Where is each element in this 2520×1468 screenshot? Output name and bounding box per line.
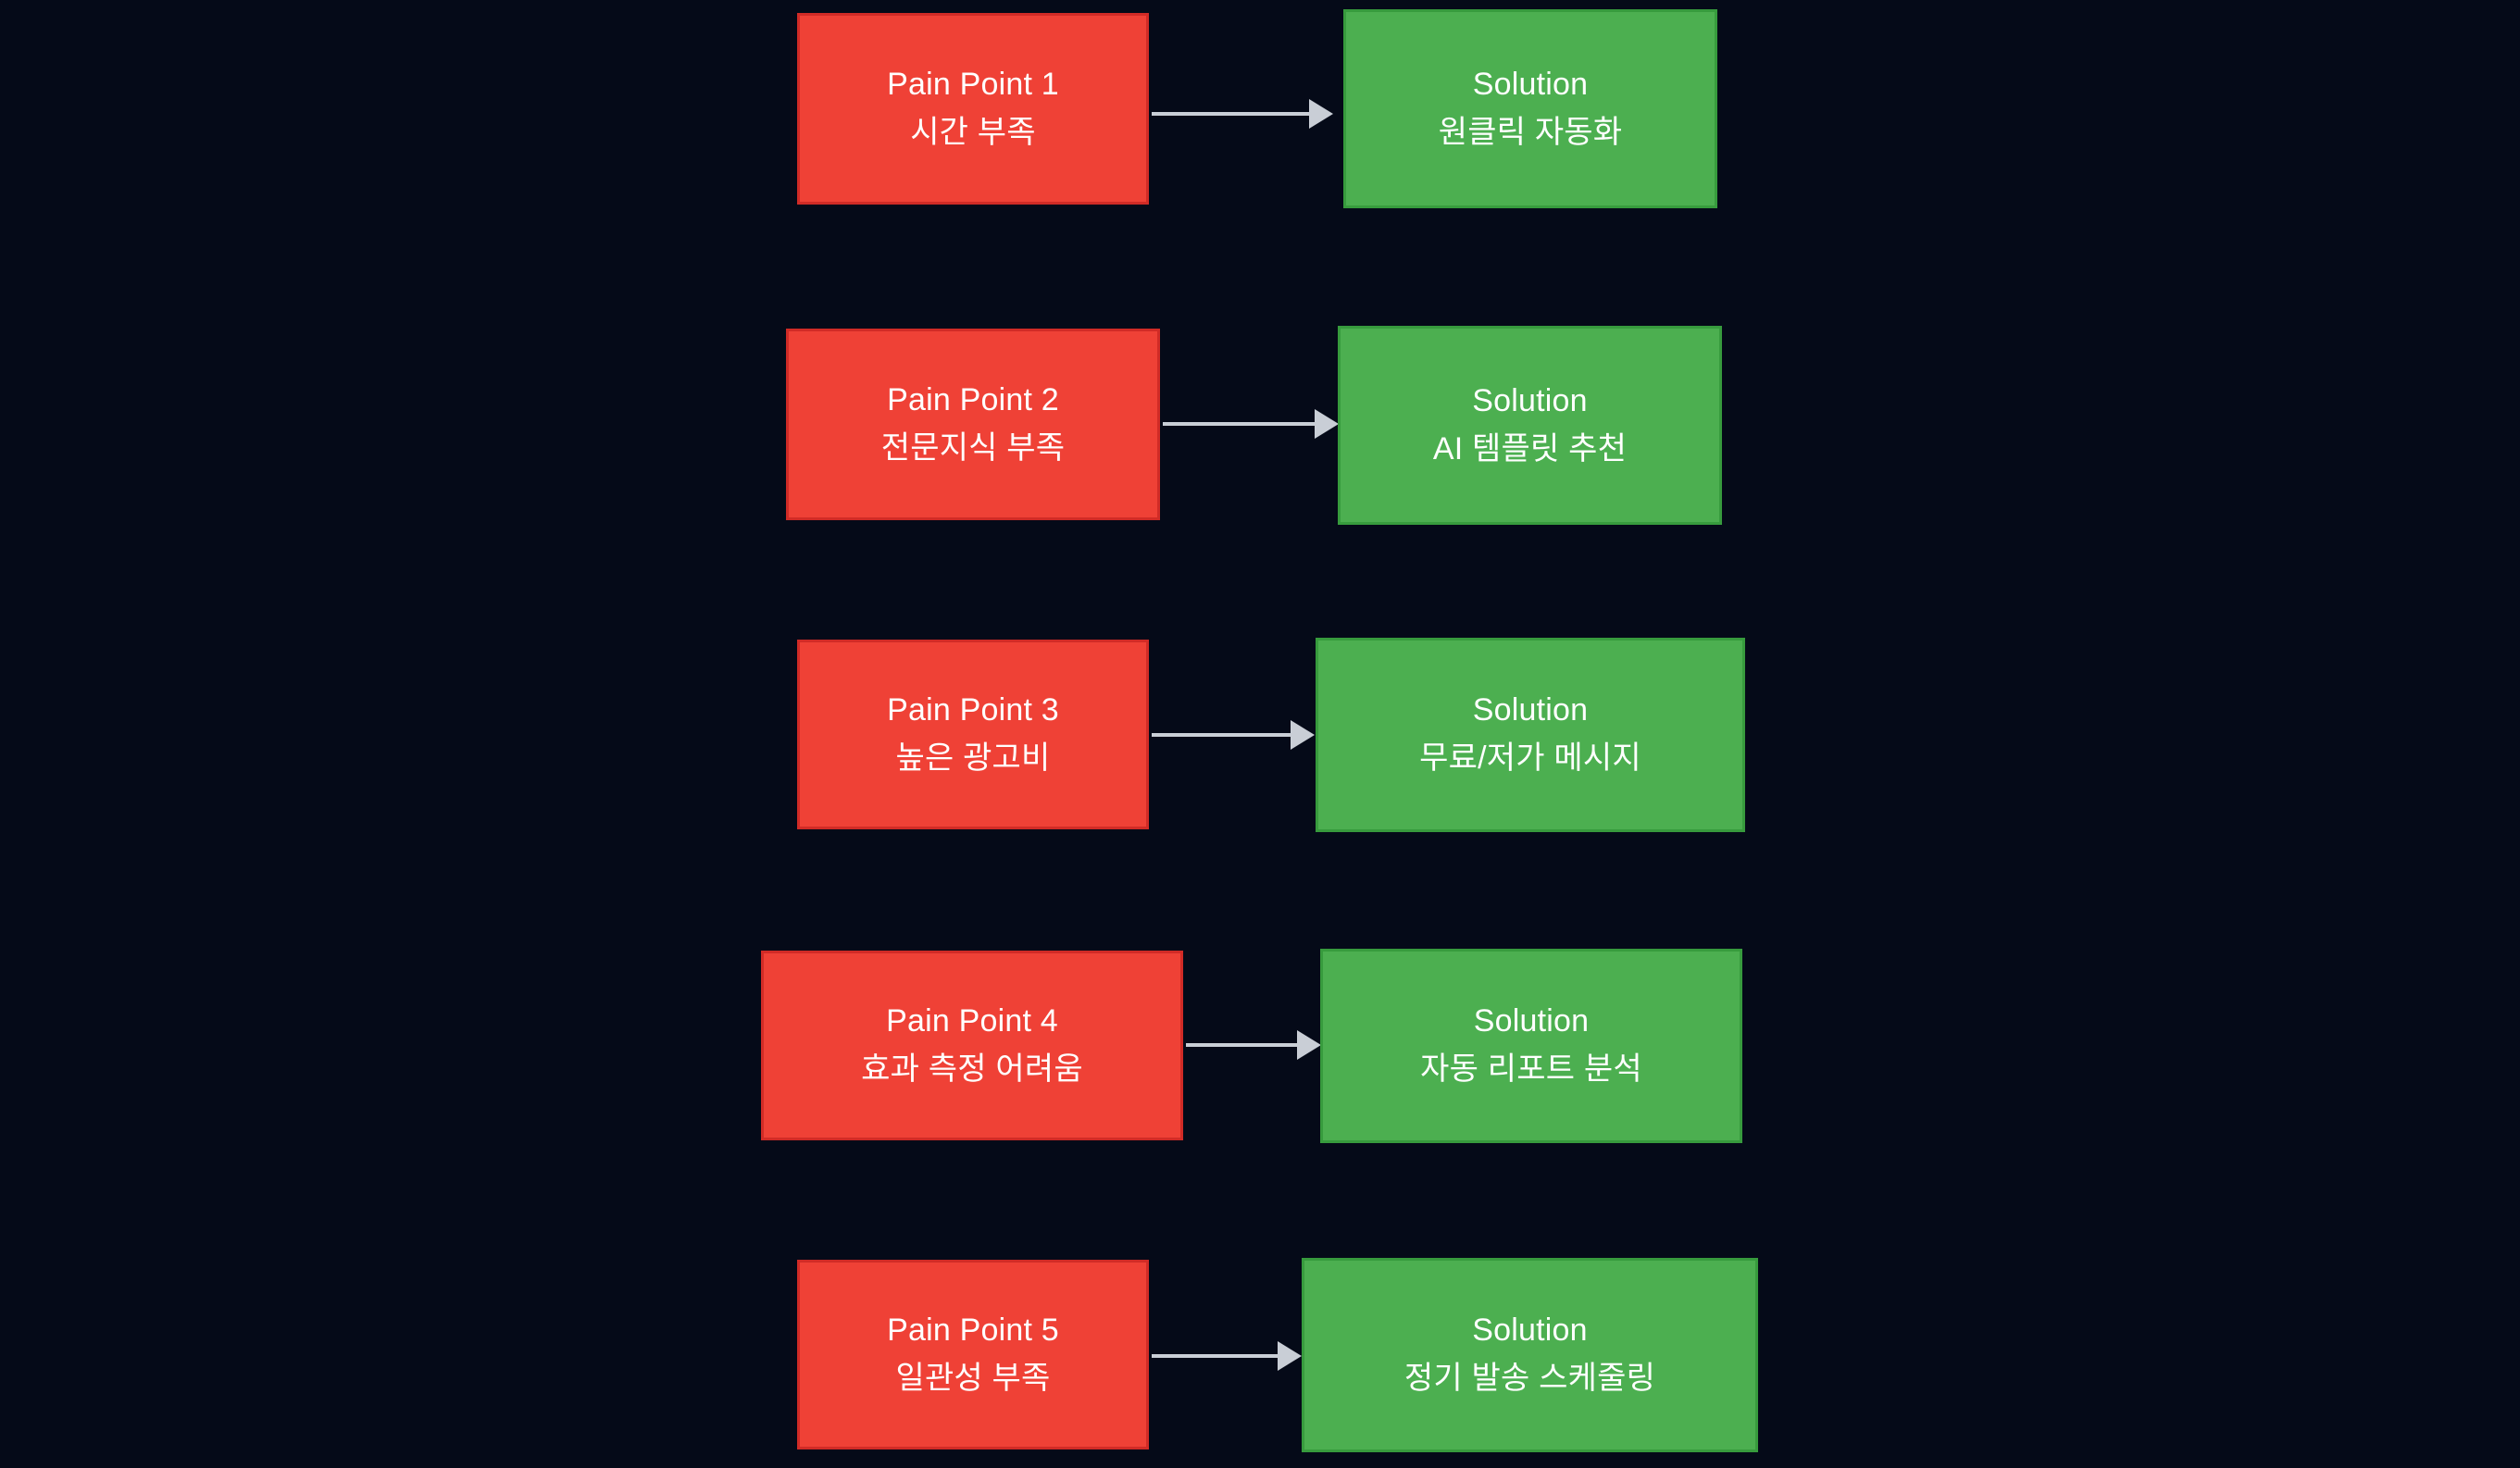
flow-arrow-head-5 (1278, 1341, 1302, 1371)
pain-point-node-5[interactable]: Pain Point 5 일관성 부족 (797, 1260, 1149, 1449)
flow-arrow-head-3 (1291, 720, 1315, 750)
solution-heading: Solution (1472, 382, 1588, 418)
pain-point-node-4[interactable]: Pain Point 4 효과 측정 어려움 (761, 951, 1183, 1140)
pain-point-detail: 일관성 부족 (895, 1360, 1051, 1396)
solution-node-4[interactable]: Solution 자동 리포트 분석 (1320, 949, 1742, 1143)
solution-detail: 정기 발송 스케줄링 (1403, 1361, 1656, 1396)
solution-node-3[interactable]: Solution 무료/저가 메시지 (1316, 638, 1745, 832)
solution-heading: Solution (1473, 1003, 1590, 1039)
pain-point-detail: 효과 측정 어려움 (861, 1051, 1083, 1087)
pain-point-detail: 높은 광고비 (895, 740, 1051, 776)
flow-arrow-line-1 (1152, 112, 1309, 116)
solution-heading: Solution (1472, 692, 1589, 728)
solution-node-2[interactable]: Solution AI 템플릿 추천 (1338, 326, 1722, 525)
solution-detail: 자동 리포트 분석 (1420, 1051, 1642, 1087)
solution-node-5[interactable]: Solution 정기 발송 스케줄링 (1302, 1258, 1758, 1452)
pain-point-heading: Pain Point 4 (886, 1002, 1058, 1039)
pain-point-node-1[interactable]: Pain Point 1 시간 부족 (797, 13, 1149, 205)
flow-arrow-line-5 (1152, 1354, 1278, 1358)
pain-point-node-3[interactable]: Pain Point 3 높은 광고비 (797, 640, 1149, 829)
pain-point-heading: Pain Point 1 (887, 66, 1059, 102)
solution-detail: 원클릭 자동화 (1438, 114, 1623, 150)
flow-arrow-line-3 (1152, 733, 1291, 737)
flow-arrow-head-1 (1309, 99, 1333, 129)
flow-arrow-head-2 (1315, 409, 1339, 439)
solution-detail: AI 템플릿 추천 (1432, 430, 1628, 467)
solution-heading: Solution (1472, 66, 1589, 102)
solution-detail: 무료/저가 메시지 (1419, 740, 1641, 776)
solution-node-1[interactable]: Solution 원클릭 자동화 (1343, 9, 1717, 208)
pain-point-heading: Pain Point 2 (887, 381, 1059, 417)
flow-arrow-line-4 (1186, 1043, 1297, 1047)
flow-arrow-head-4 (1297, 1030, 1321, 1060)
pain-point-heading: Pain Point 5 (887, 1312, 1059, 1348)
pain-point-detail: 시간 부족 (910, 114, 1036, 150)
solution-heading: Solution (1472, 1312, 1588, 1349)
pain-point-node-2[interactable]: Pain Point 2 전문지식 부족 (786, 329, 1160, 520)
pain-point-heading: Pain Point 3 (887, 691, 1059, 728)
pain-point-detail: 전문지식 부족 (880, 429, 1066, 466)
flow-arrow-line-2 (1163, 422, 1315, 426)
